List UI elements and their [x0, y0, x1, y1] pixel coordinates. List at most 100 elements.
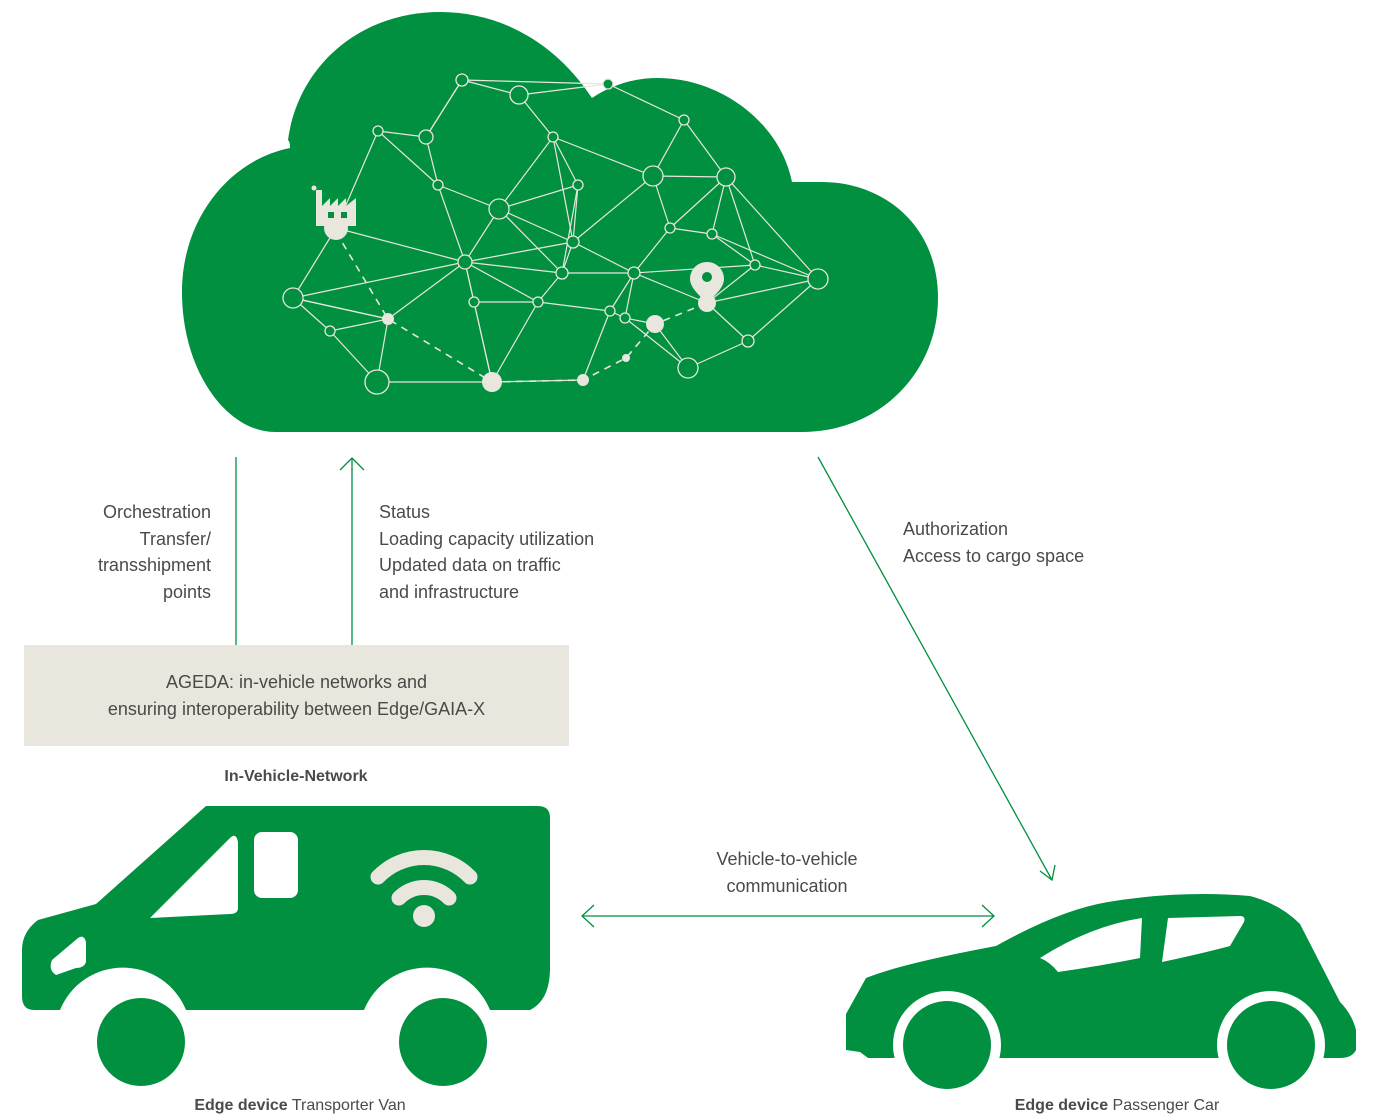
- network-node: [324, 325, 336, 337]
- van-caption-bold: Edge device: [194, 1097, 288, 1114]
- network-node: [282, 287, 304, 309]
- route-node: [577, 374, 589, 386]
- v2v-line-2: communication: [726, 875, 848, 896]
- network-edge: [491, 301, 539, 383]
- v2v-arrowhead-left: [581, 904, 595, 928]
- network-edge: [292, 227, 337, 299]
- network-edge: [706, 278, 819, 304]
- network-edge: [706, 264, 756, 304]
- network-edge: [464, 261, 539, 303]
- network-edge: [292, 261, 466, 299]
- authorization-line-2: Access to cargo space: [903, 545, 1085, 566]
- network-edge: [652, 175, 727, 178]
- network-node: [364, 369, 390, 395]
- network-edge: [464, 261, 563, 274]
- ageda-text: AGEDA: in-vehicle networks and ensuring …: [24, 669, 569, 722]
- network-edge: [329, 318, 389, 332]
- status-line-2: Loading capacity utilization: [379, 528, 595, 549]
- v2v-arrowhead-right: [981, 904, 995, 928]
- network-edge: [552, 136, 654, 177]
- network-edge: [377, 130, 439, 186]
- network-edge: [633, 227, 671, 274]
- ageda-line-1: AGEDA: in-vehicle networks and: [165, 672, 428, 692]
- network-edge: [624, 317, 689, 369]
- ageda-line-2: ensuring interoperability between Edge/G…: [107, 698, 486, 719]
- status-line-3: Updated data on traffic: [379, 555, 561, 575]
- network-node: [455, 73, 469, 87]
- network-node: [488, 198, 510, 220]
- network-edge: [711, 233, 756, 266]
- network-edge: [561, 184, 579, 274]
- network-edge: [572, 241, 635, 274]
- network-node: [716, 167, 736, 187]
- network-edge: [711, 176, 727, 235]
- route-node: [698, 294, 716, 312]
- network-node: [572, 179, 584, 191]
- network-node: [706, 228, 718, 240]
- network-node: [468, 296, 480, 308]
- status-label: Status Loading capacity utilization Upda…: [379, 499, 594, 605]
- authorization-label: Authorization Access to cargo space: [903, 516, 1084, 569]
- network-node: [432, 179, 444, 191]
- route-node: [646, 315, 664, 333]
- network-edge: [461, 79, 609, 85]
- network-edge: [335, 227, 466, 263]
- car-caption: Edge device Passenger Car: [917, 1093, 1317, 1120]
- network-edge: [633, 272, 708, 304]
- network-edge: [582, 310, 611, 381]
- ageda-box: AGEDA: in-vehicle networks and ensuring …: [24, 645, 569, 746]
- v2v-label: Vehicle-to-vehicle communication: [657, 846, 917, 899]
- route-node: [482, 372, 502, 392]
- network-edge: [609, 272, 635, 312]
- network-node: [547, 131, 559, 143]
- car-caption-text: Passenger Car: [1112, 1097, 1220, 1114]
- network-edge: [498, 184, 579, 210]
- v2v-line-1: Vehicle-to-vehicle: [716, 849, 858, 869]
- network-edge: [425, 79, 463, 138]
- network-edge: [461, 79, 520, 96]
- route-node: [622, 354, 630, 362]
- network-edge: [437, 184, 466, 263]
- network-edge: [498, 208, 563, 274]
- network-edge: [572, 184, 579, 243]
- network-node: [627, 266, 641, 280]
- network-edge: [669, 176, 727, 229]
- network-node: [372, 125, 384, 137]
- network-node: [555, 266, 569, 280]
- route-node: [382, 313, 394, 325]
- network-edge: [425, 136, 439, 186]
- wifi-icon: [370, 850, 478, 927]
- network-node: [619, 312, 631, 324]
- network-node: [566, 235, 580, 249]
- network-edge: [572, 175, 654, 243]
- network-node: [509, 85, 529, 105]
- network-node: [677, 357, 699, 379]
- network-edge: [624, 272, 635, 319]
- orchestration-line-3: transshipment: [97, 555, 211, 575]
- car-caption-bold: Edge device: [1014, 1097, 1109, 1114]
- network-node: [457, 254, 473, 270]
- network-edge: [498, 136, 554, 210]
- network-edge: [552, 136, 579, 186]
- orchestration-line-2: Transfer/: [139, 528, 211, 549]
- network-edge: [725, 176, 819, 280]
- orchestration-label: Orchestration Transfer/ transshipment po…: [60, 499, 211, 605]
- network-node: [532, 296, 544, 308]
- location-pin-icon: [690, 262, 724, 302]
- network-edge: [754, 264, 819, 280]
- network-node: [749, 259, 761, 271]
- network-edge: [518, 83, 609, 96]
- network-node: [664, 222, 676, 234]
- in-vehicle-network-label: In-Vehicle-Network: [224, 768, 368, 785]
- network-edge: [437, 184, 500, 210]
- network-edge: [464, 241, 574, 263]
- network-edge: [669, 227, 713, 235]
- network-edge: [706, 302, 749, 342]
- orchestration-line-1: Orchestration: [102, 502, 211, 522]
- authorization-arrowhead: [1039, 864, 1056, 882]
- network-node: [604, 305, 616, 317]
- orchestration-line-4: points: [162, 581, 211, 602]
- status-arrowhead: [339, 457, 365, 471]
- network-edge: [607, 83, 685, 121]
